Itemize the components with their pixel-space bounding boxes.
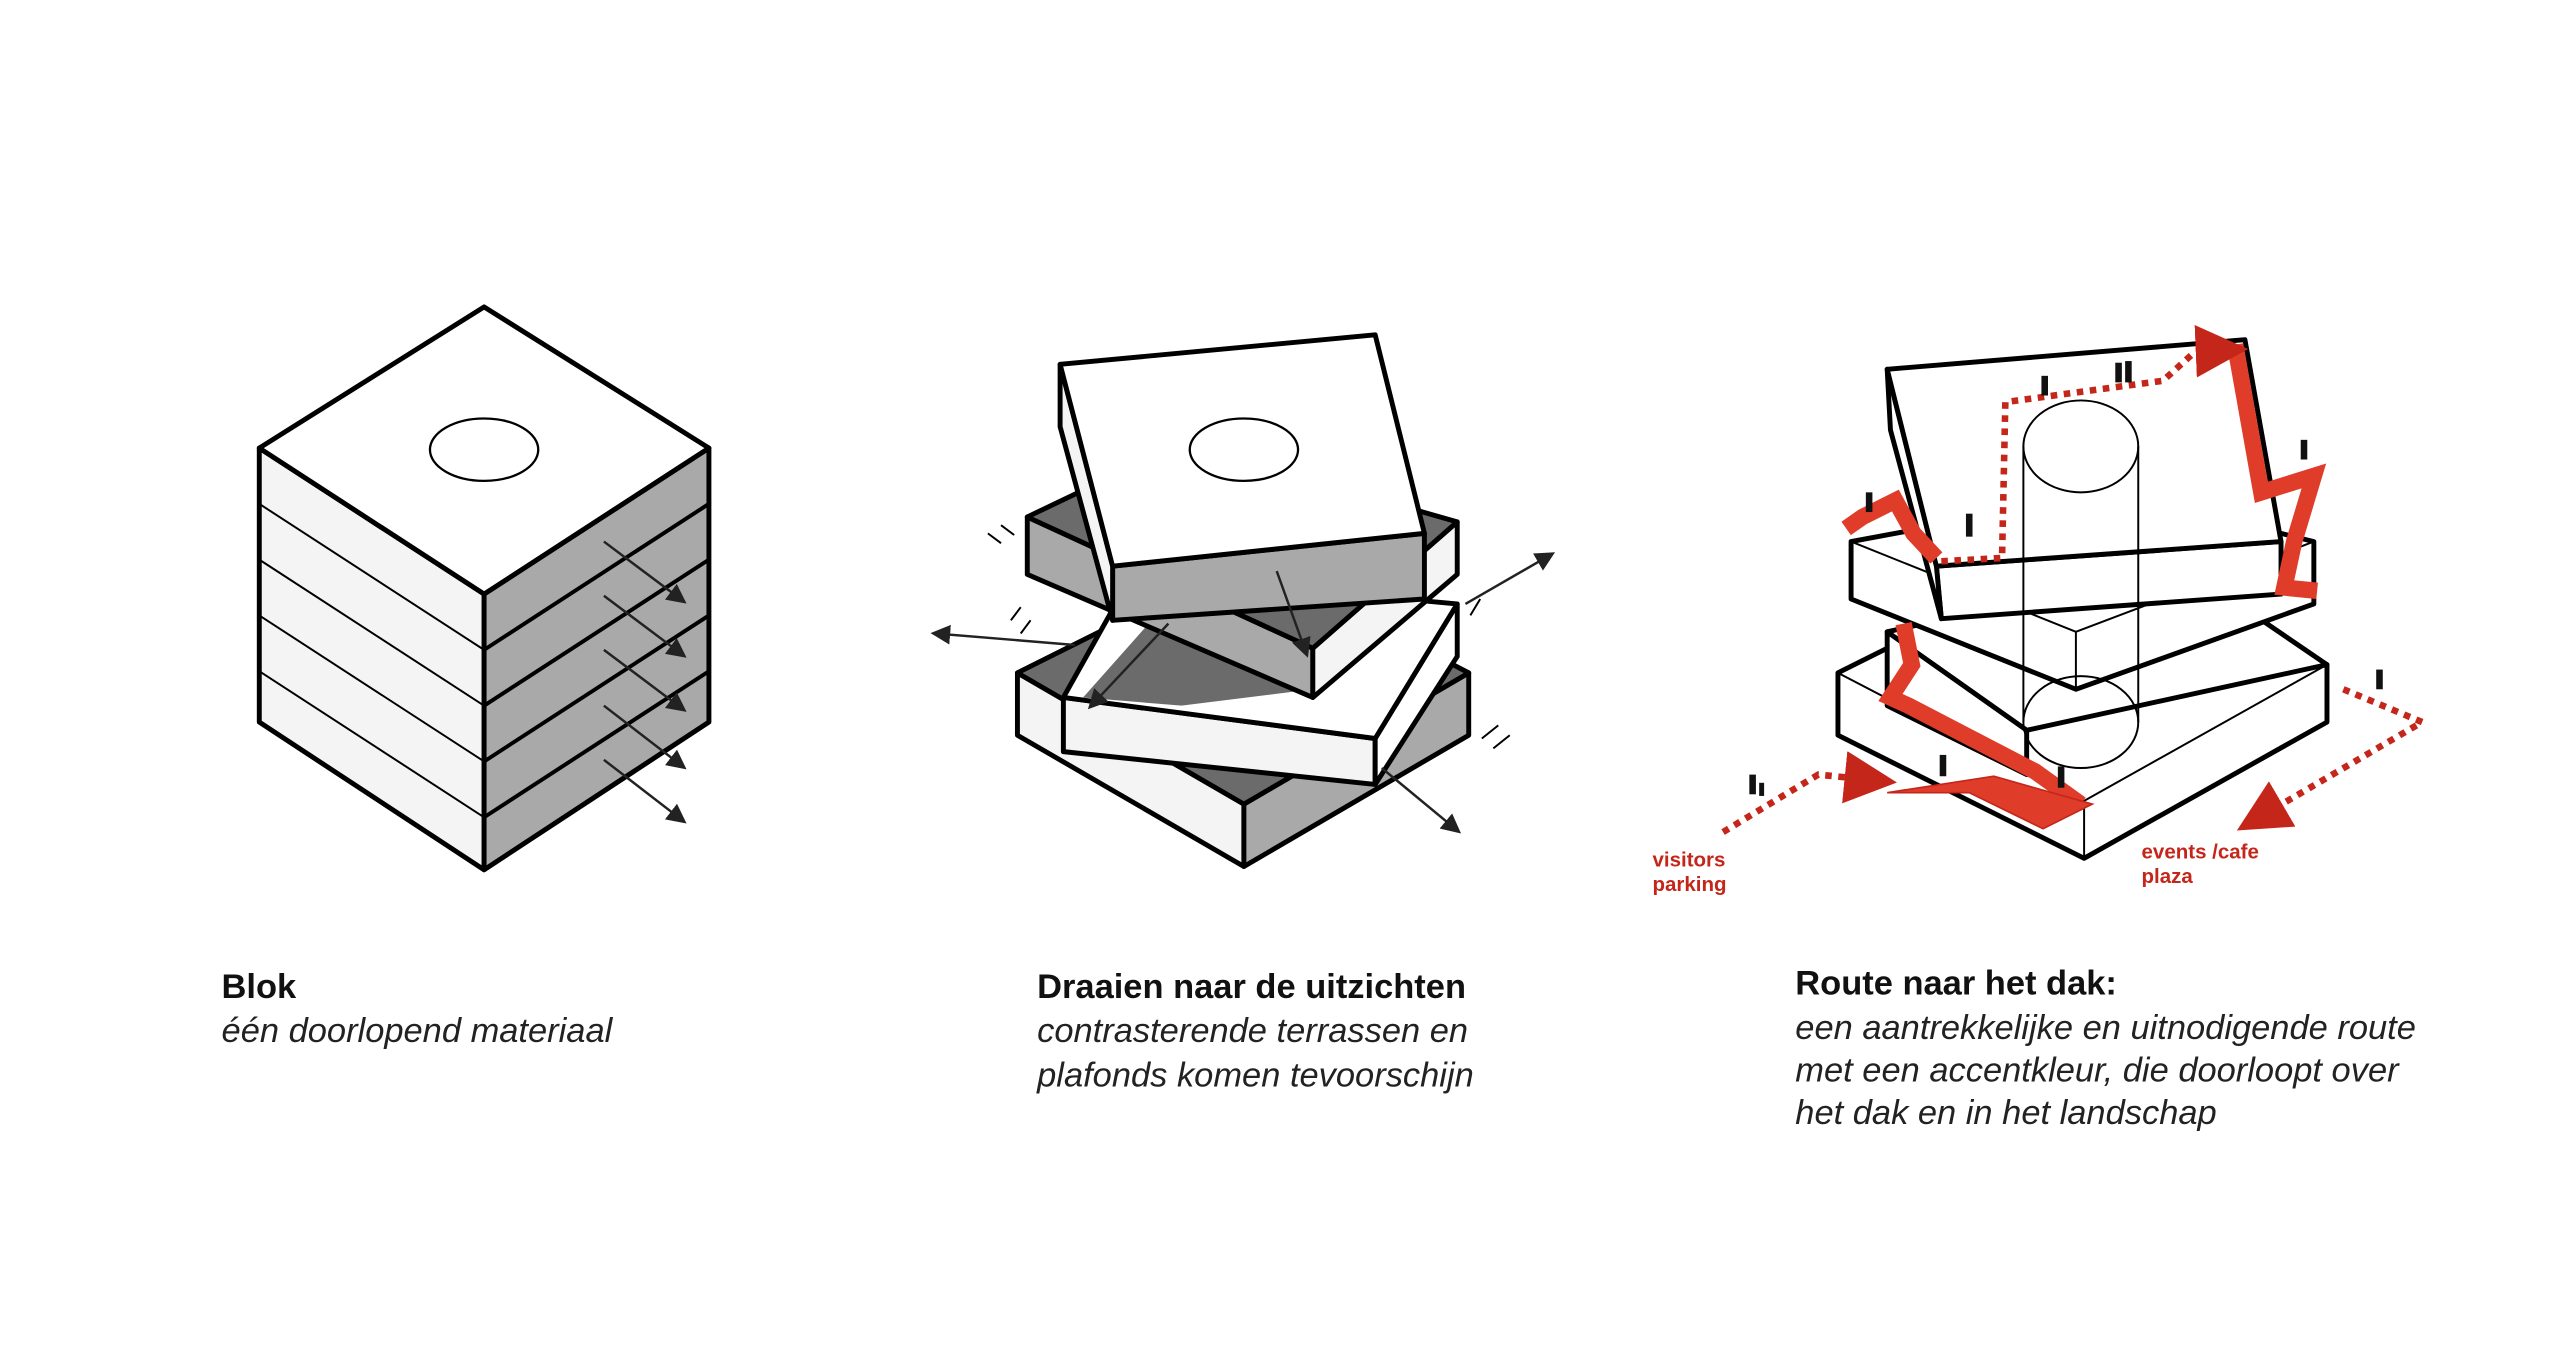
view-arrows (603, 540, 687, 824)
view-arrows (930, 552, 1556, 834)
caption-block: Blok één doorlopend materiaal (222, 968, 614, 1050)
caption-line: plafonds komen tevoorschijn (1036, 1056, 1474, 1094)
caption-title: Route naar het dak: (1795, 965, 2117, 1003)
caption-rotate: Draaien naar de uitzichten contrasterend… (1036, 968, 1474, 1095)
caption-route: Route naar het dak: een aantrekkelijke e… (1795, 965, 2416, 1133)
core-cylinder (2022, 399, 2140, 770)
caption-line: het dak en in het landschap (1795, 1094, 2216, 1132)
block-diagram (256, 304, 712, 873)
roof-opening (1188, 417, 1300, 483)
dotted-routes (1721, 324, 2430, 835)
roof-opening (428, 417, 540, 483)
visitors-parking-label: visitors parking (1653, 849, 1732, 897)
caption-line: met een accentkleur, die doorloopt over (1795, 1051, 2400, 1089)
red-route (1841, 343, 2327, 811)
caption-line: één doorlopend materiaal (222, 1012, 614, 1050)
floor-lines (258, 502, 710, 819)
caption-line: een aantrekkelijke en uitnodigende route (1795, 1009, 2416, 1047)
roof-route-diagram: visitors parking events /cafe plaza (1653, 324, 2430, 897)
caption-line: contrasterende terrassen en (1037, 1012, 1468, 1050)
events-plaza-label: events /cafe plaza (2142, 840, 2265, 888)
caption-title: Draaien naar de uitzichten (1037, 968, 1466, 1006)
rotated-slabs-diagram (930, 332, 1556, 869)
red-plaza (1887, 775, 2095, 830)
people-icons (1749, 361, 2383, 796)
motion-ticks (987, 524, 1511, 750)
caption-title: Blok (222, 968, 297, 1006)
